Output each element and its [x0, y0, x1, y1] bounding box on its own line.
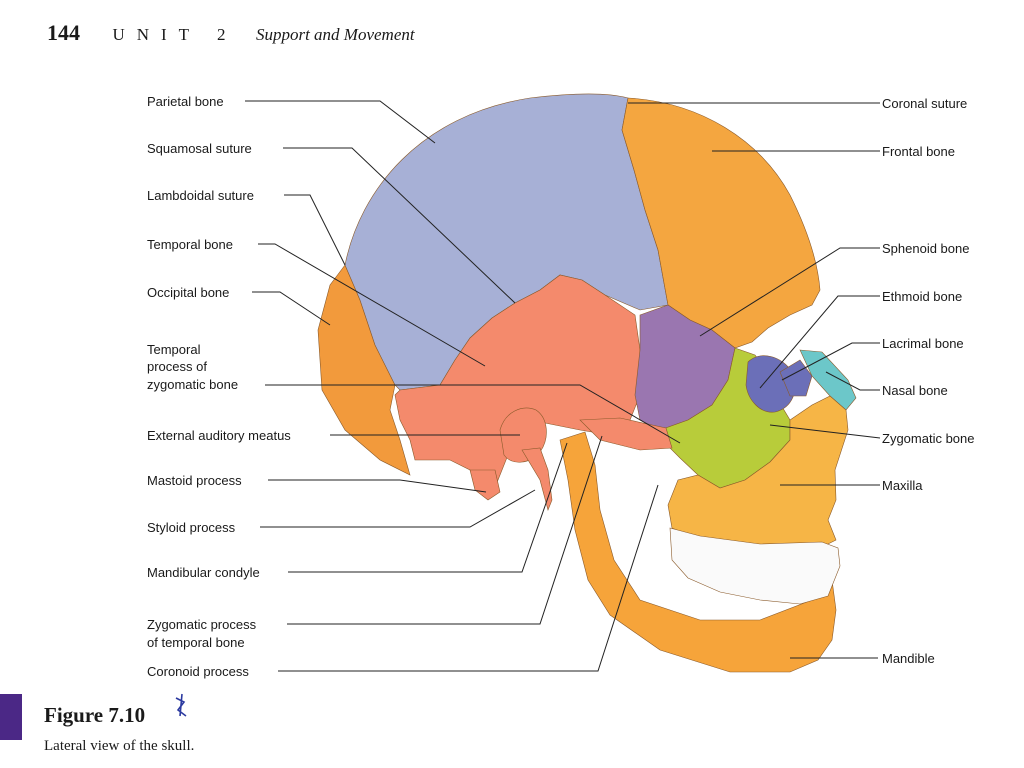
label-temporal-process-line3: zygomatic bone [147, 377, 238, 392]
zygomatic-arch-shape [579, 417, 673, 451]
lacrimal-bone-shape [779, 359, 813, 397]
leader-lacrimal-bone [781, 342, 880, 381]
label-parietal-bone: Parietal bone [147, 94, 224, 109]
left-labels: Parietal bone Squamosal suture Lambdoida… [147, 94, 291, 679]
leader-squamosal-suture [283, 147, 516, 304]
label-zygomatic-process-line2: of temporal bone [147, 635, 245, 650]
leader-ethmoid-bone [759, 295, 880, 389]
ethmoid-bone-shape [745, 355, 796, 413]
page-header: 144 UNIT 2 Support and Movement [47, 20, 415, 50]
leader-parietal-bone [245, 100, 436, 144]
label-occipital-bone: Occipital bone [147, 285, 229, 300]
mastoid-process-shape [469, 469, 501, 501]
leader-temporal-bone [258, 243, 486, 367]
leader-occipital-bone [252, 291, 331, 326]
label-sphenoid-bone: Sphenoid bone [882, 241, 969, 256]
label-frontal-bone: Frontal bone [882, 144, 955, 159]
leader-mastoid-process [268, 479, 487, 493]
label-lambdoidal-suture: Lambdoidal suture [147, 188, 254, 203]
frontal-bone-shape [621, 97, 821, 349]
skull-illustration [317, 93, 857, 673]
leader-coronoid-process [278, 484, 659, 672]
label-nasal-bone: Nasal bone [882, 383, 948, 398]
label-ethmoid-bone: Ethmoid bone [882, 289, 962, 304]
leader-zygomatic-bone [769, 424, 881, 439]
leader-zygomatic-process [287, 435, 603, 625]
label-external-auditory-meatus: External auditory meatus [147, 428, 291, 443]
unit-label: UNIT 2 [112, 25, 238, 44]
label-zygomatic-bone: Zygomatic bone [882, 431, 975, 446]
label-squamosal-suture: Squamosal suture [147, 141, 252, 156]
label-zygomatic-process-line1: Zygomatic process [147, 617, 257, 632]
unit-title: Support and Movement [255, 25, 415, 44]
leader-styloid-process [260, 489, 536, 528]
label-mastoid-process: Mastoid process [147, 473, 242, 488]
teeth-shape [669, 527, 841, 605]
label-lacrimal-bone: Lacrimal bone [882, 336, 964, 351]
leader-sphenoid-bone [699, 247, 880, 337]
leader-lambdoidal-suture [284, 194, 346, 266]
styloid-process-shape [521, 447, 553, 511]
right-labels: Coronal suture Frontal bone Sphenoid bon… [882, 96, 975, 666]
page-number: 144 [47, 20, 80, 45]
figure-title: Figure 7.10 [44, 703, 146, 727]
label-temporal-process-line2: process of [147, 359, 207, 374]
label-coronoid-process: Coronoid process [147, 664, 249, 679]
leader-lines [245, 100, 881, 672]
label-temporal-bone: Temporal bone [147, 237, 233, 252]
handwritten-pen-mark-icon [175, 693, 187, 717]
figure-caption: Lateral view of the skull. [44, 738, 195, 754]
figure-color-tab [0, 694, 22, 740]
label-coronal-suture: Coronal suture [882, 96, 967, 111]
mandible-shape [559, 431, 837, 673]
label-maxilla: Maxilla [882, 478, 923, 493]
label-temporal-process-line1: Temporal [147, 342, 201, 357]
leader-mandibular-condyle [288, 442, 568, 573]
leader-temporal-process [265, 384, 681, 444]
label-mandibular-condyle: Mandibular condyle [147, 565, 260, 580]
label-mandible: Mandible [882, 651, 935, 666]
leader-nasal-bone [825, 371, 880, 391]
label-styloid-process: Styloid process [147, 520, 236, 535]
